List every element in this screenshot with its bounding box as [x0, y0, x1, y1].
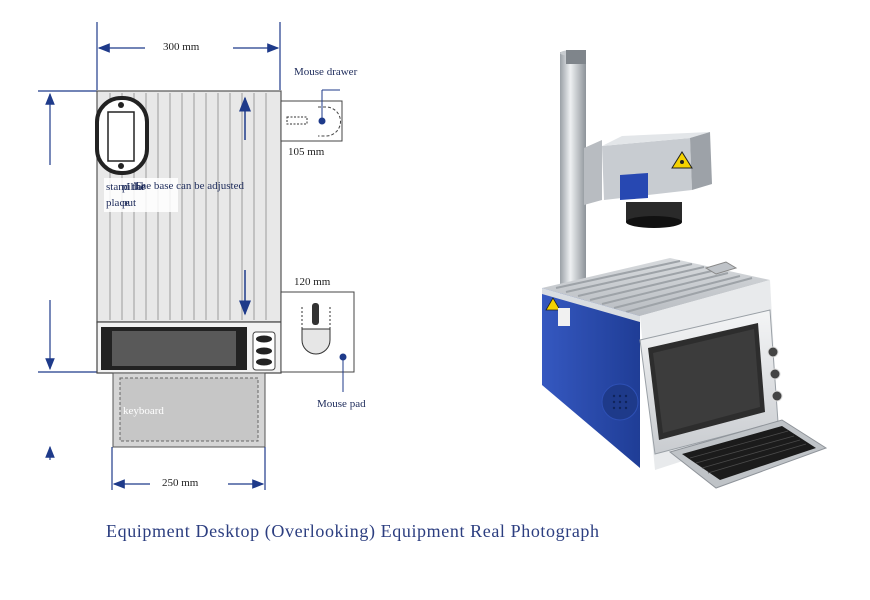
mouse-drawer-label: Mouse drawer — [294, 66, 358, 78]
laser-warning-icon — [671, 151, 693, 169]
place-label: place — [106, 197, 130, 209]
figure-caption: Equipment Desktop (Overlooking) Equipmen… — [106, 521, 600, 541]
keyboard-photo — [668, 419, 828, 489]
mouse-pad — [280, 291, 355, 392]
pillar-label: pillar — [122, 181, 146, 193]
width-dimension — [96, 22, 281, 90]
put-label: put — [122, 197, 137, 209]
stand-label: stand the — [106, 181, 146, 193]
keyboard-tray — [112, 372, 266, 448]
laser-head — [584, 132, 712, 228]
drawer-dimension-label: 105 mm — [288, 146, 325, 158]
bottom-dimension-label: 250 mm — [162, 477, 199, 489]
keyboard-label: keyboard — [123, 405, 164, 417]
base-adjust-label: The base can be adjusted — [134, 180, 244, 192]
width-dimension-label: 300 mm — [163, 41, 200, 53]
mouse-pad-label: Mouse pad — [317, 398, 366, 410]
mouse-drawer — [280, 89, 343, 142]
depth-dimension — [38, 90, 97, 460]
control-panel — [96, 321, 282, 374]
pillar-outline — [95, 96, 149, 175]
pad-dimension-label: 120 mm — [294, 276, 331, 288]
machine-column — [560, 50, 586, 308]
touch-screen — [639, 309, 783, 455]
top-view-drawing — [38, 22, 355, 490]
bottom-dimension — [111, 447, 266, 490]
machine-photo — [542, 50, 828, 489]
